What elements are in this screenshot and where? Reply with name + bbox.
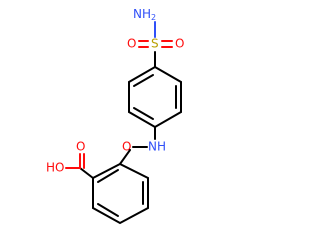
ring-double-bond-upper-left [133, 74, 154, 87]
atom-sulfonamide-n: NH2 [133, 7, 156, 22]
atom-sulfonyl-o-left: O [127, 37, 136, 51]
bond-ring-cooh [79, 167, 94, 179]
ring-lower-double-bottom-left [97, 203, 119, 217]
ring-double-bond-lower-left [133, 107, 154, 120]
benzoic-acid-ring [92, 162, 149, 225]
ring-outline-lower [92, 162, 149, 225]
carboxylic-acid-group: O HO [46, 140, 94, 179]
sulfonamide-group: NH2 S O O [127, 7, 184, 68]
atom-acid-oh: HO [46, 161, 64, 175]
aniline-ring [128, 65, 182, 129]
ring-outline [128, 65, 182, 129]
ring-lower-double-top-left [97, 169, 119, 183]
atom-acid-o: O [76, 140, 85, 154]
atom-sulfonyl-o-right: O [175, 37, 184, 51]
atom-amide-o: O [122, 140, 131, 154]
bond-carbonyl-ring [119, 149, 131, 165]
atom-sulfur: S [151, 37, 159, 51]
atom-amide-nh: NH [148, 140, 166, 154]
amide-group: NH O [119, 126, 166, 165]
structure-diagram: NH2 S O O NH O O HO [46, 7, 184, 225]
